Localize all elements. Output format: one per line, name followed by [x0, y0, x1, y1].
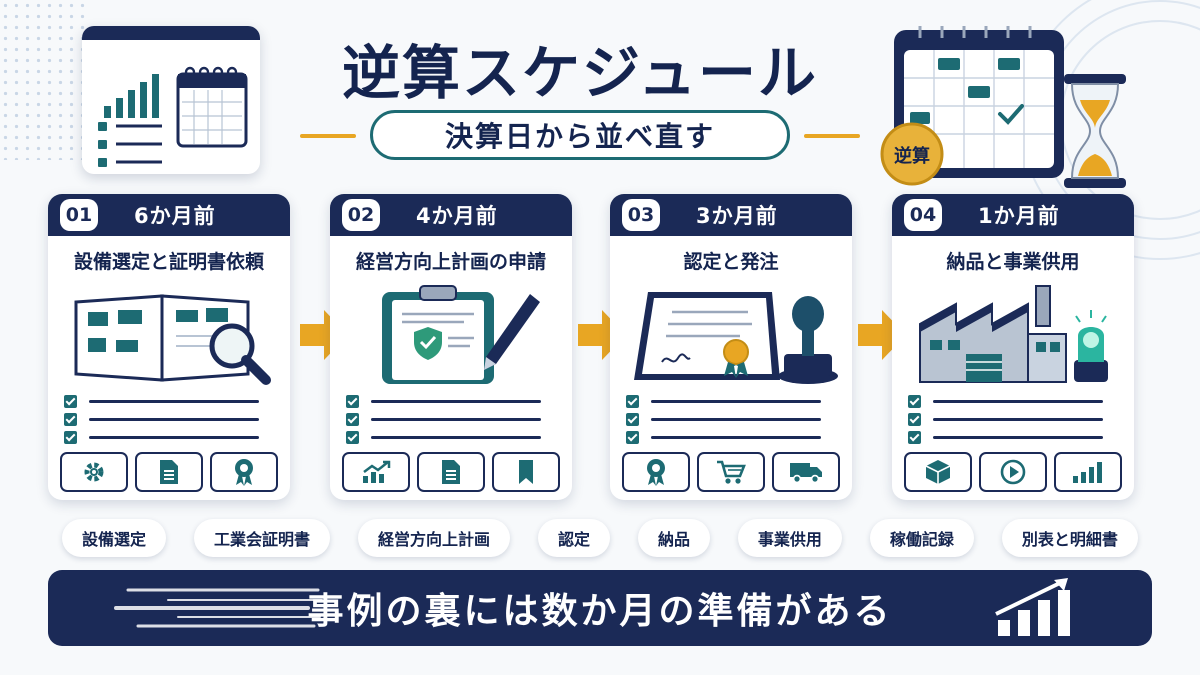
dashboard-illustration — [82, 26, 260, 174]
growth-chart-icon — [995, 578, 1070, 636]
award-icon — [210, 452, 278, 492]
step-header: 03 3か月前 — [610, 194, 852, 236]
checkbox-icon — [908, 430, 921, 444]
keyword-pill: 工業会証明書 — [193, 519, 330, 557]
step-task: 納品と事業供用 — [946, 250, 1080, 273]
box-icon — [904, 452, 972, 492]
step-header: 01 6か月前 — [48, 194, 290, 236]
step-header: 02 4か月前 — [330, 194, 572, 236]
step-number: 02 — [342, 199, 380, 231]
chart-up-icon — [342, 452, 410, 492]
step-number: 04 — [904, 199, 942, 231]
keyword-pill: 稼働記録 — [869, 519, 974, 557]
cart-icon — [697, 452, 765, 492]
subtitle-pill: 決算日から並べ直す — [370, 110, 790, 160]
step-task: 経営方向上計画の申請 — [355, 250, 546, 273]
factory-signal-illustration — [919, 285, 1108, 383]
checklist — [626, 392, 836, 446]
checkbox-icon — [346, 394, 359, 408]
subtitle-area: 決算日から並べ直す — [300, 110, 860, 160]
calendar-hourglass-illustration: 逆算 — [880, 10, 1150, 190]
keyword-pill: 設備選定 — [62, 519, 167, 557]
dot-pattern — [0, 0, 90, 160]
summary-banner: 事例の裏には数か月の準備がある — [48, 570, 1152, 646]
step-card-3: 03 3か月前 認定と発注 — [610, 194, 852, 500]
checkbox-icon — [908, 394, 921, 408]
checkbox-icon — [346, 430, 359, 444]
step-task: 設備選定と証明書依頼 — [73, 250, 264, 273]
step-card-1: 01 6か月前 設備選定と証明書依頼 — [48, 194, 290, 500]
step-timing: 1か月前 — [978, 204, 1060, 228]
summary-message: 事例の裏には数か月の準備がある — [307, 591, 893, 632]
step-timing: 6か月前 — [134, 204, 216, 228]
keyword-pill: 納品 — [637, 519, 710, 557]
step-icons — [904, 452, 1122, 492]
keyword-list: 設備選定 工業会証明書 経営方向上計画 認定 納品 事業供用 稼働記録 別表と明… — [62, 519, 1138, 557]
step-icons — [622, 452, 840, 492]
checkbox-icon — [64, 430, 77, 444]
speed-lines-icon — [114, 588, 323, 628]
checkbox-icon — [346, 412, 359, 426]
step-number: 03 — [622, 199, 660, 231]
checkbox-icon — [626, 430, 639, 444]
subtitle-left-line — [300, 134, 356, 138]
step-header: 04 1か月前 — [892, 194, 1134, 236]
gear-icon — [60, 452, 128, 492]
document-icon — [135, 452, 203, 492]
keyword-pill: 認定 — [537, 519, 610, 557]
bar-chart-icon — [1054, 452, 1122, 492]
checklist — [64, 392, 274, 446]
hourglass-icon — [1064, 74, 1126, 188]
catalog-magnifier-illustration — [74, 294, 271, 385]
page-title: 逆算スケジュール — [342, 39, 818, 107]
keyword-pill: 別表と明細書 — [1001, 519, 1138, 557]
step-card-4: 04 1か月前 納品と事業供用 — [892, 194, 1134, 500]
step-task: 認定と発注 — [683, 250, 779, 273]
step-card-2: 02 4か月前 経営方向上計画の申請 — [330, 194, 572, 500]
play-icon — [979, 452, 1047, 492]
checkbox-icon — [908, 412, 921, 426]
subtitle-right-line — [804, 134, 860, 138]
clipboard-pen-illustration — [382, 285, 540, 384]
checkbox-icon — [626, 412, 639, 426]
bookmark-icon — [492, 452, 560, 492]
gold-coin-icon — [880, 122, 944, 186]
keyword-pill: 経営方向上計画 — [357, 519, 510, 557]
checklist — [346, 392, 556, 446]
document-icon — [417, 452, 485, 492]
step-number: 01 — [60, 199, 98, 231]
step-icons — [342, 452, 560, 492]
award-icon — [622, 452, 690, 492]
checklist — [908, 392, 1118, 446]
checkbox-icon — [626, 394, 639, 408]
step-icons — [60, 452, 278, 492]
keyword-pill: 事業供用 — [737, 519, 842, 557]
checkbox-icon — [64, 412, 77, 426]
truck-icon — [772, 452, 840, 492]
checkbox-icon — [64, 394, 77, 408]
reverse-badge: 逆算 — [894, 146, 930, 167]
step-timing: 3か月前 — [696, 204, 778, 228]
step-timing: 4か月前 — [416, 204, 498, 228]
certificate-stamp-illustration — [634, 292, 838, 384]
